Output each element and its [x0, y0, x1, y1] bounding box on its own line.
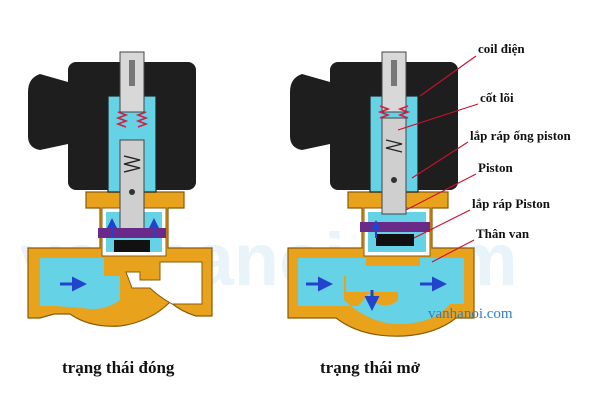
label-core: cốt lõi [480, 90, 514, 105]
leader-piston [405, 173, 477, 211]
label-piston: Piston [478, 160, 513, 175]
leader-piston-assembly [413, 209, 471, 239]
label-body: Thân van [476, 226, 530, 241]
valve-closed [27, 51, 213, 327]
caption-closed: trạng thái đóng [62, 358, 175, 377]
leader-coil [419, 55, 477, 97]
plunger-open [381, 117, 407, 215]
leader-body [431, 239, 475, 263]
caption-open: trạng thái mở [320, 358, 421, 377]
plunger-closed [119, 139, 145, 233]
connector-closed [28, 74, 68, 150]
brand-text: vanhanoi.com [428, 306, 513, 322]
leader-core [397, 103, 479, 131]
label-piston-assembly: lắp ráp Piston [472, 196, 551, 211]
label-piston-tube: lắp ráp ống piston [470, 128, 571, 143]
label-coil: coil điện [478, 41, 525, 56]
leader-lines [397, 55, 479, 263]
connector-open [290, 74, 330, 150]
leader-piston-tube [411, 141, 469, 179]
valve-open [287, 51, 475, 337]
